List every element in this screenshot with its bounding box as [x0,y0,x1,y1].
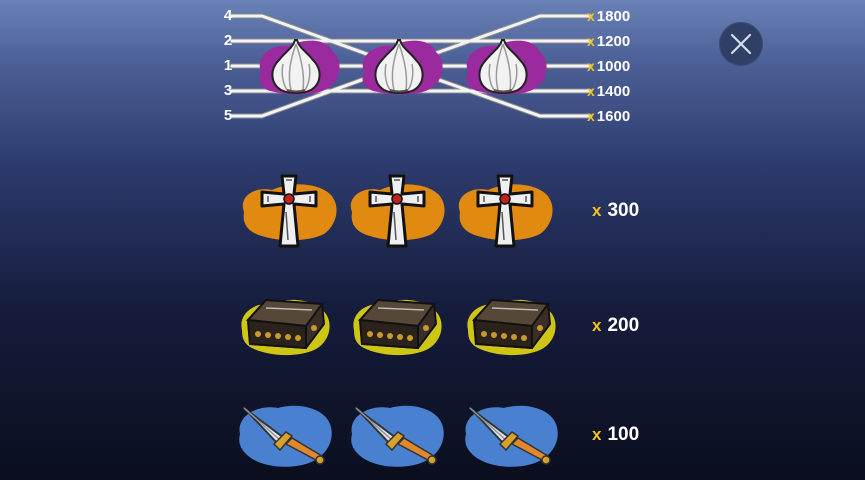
cross-icon [242,174,337,248]
cross-symbol-2 [346,172,446,248]
payline-number-5: 5 [223,107,233,124]
payline-number-2: 2 [223,32,233,49]
x-mark: x [587,108,595,124]
payline-number-3: 3 [223,82,233,99]
multiplier-value: 100 [607,424,640,445]
x-mark: x [587,83,595,99]
multiplier-value: 1600 [596,108,631,125]
coffin-multiplier: x 200 [592,315,639,337]
garlic-icon [466,39,547,95]
garlic-symbol-3 [454,34,554,104]
cross-symbol-1 [238,172,338,248]
close-button[interactable] [719,22,763,66]
garlic-symbol-2 [350,34,450,104]
x-mark: x [592,425,602,444]
dagger-symbol-1 [236,400,336,470]
x-mark: x [592,201,602,220]
multiplier-value: 1000 [596,58,631,75]
coffin-icon [467,298,556,356]
garlic-symbol-1 [247,34,347,104]
multiplier-value: 300 [607,200,640,221]
x-mark: x [592,316,602,335]
cross-icon [350,174,445,248]
x-mark: x [587,58,595,74]
coffin-symbol-2 [348,290,448,360]
dagger-icon [351,405,444,467]
x-mark: x [587,8,595,24]
coffin-symbol-1 [236,290,336,360]
payline-number-1: 1 [223,57,233,74]
multiplier-value: 1800 [596,8,631,25]
dagger-icon [239,405,332,467]
multiplier-value: 1200 [596,33,631,50]
garlic-icon [259,39,340,95]
dagger-multiplier: x 100 [592,424,639,446]
coffin-icon [353,298,442,356]
cross-icon [458,174,553,248]
cross-symbol-3 [454,172,554,248]
dagger-icon [465,405,558,467]
multiplier-value: 1400 [596,83,631,100]
x-mark: x [587,33,595,49]
cross-multiplier: x 300 [592,200,639,222]
payline-number-4: 4 [223,7,233,24]
multiplier-value: 200 [607,315,640,336]
coffin-symbol-3 [462,290,562,360]
coffin-icon [241,298,330,356]
dagger-symbol-3 [462,400,562,470]
close-icon [730,33,752,55]
dagger-symbol-2 [348,400,448,470]
garlic-icon [362,39,443,95]
